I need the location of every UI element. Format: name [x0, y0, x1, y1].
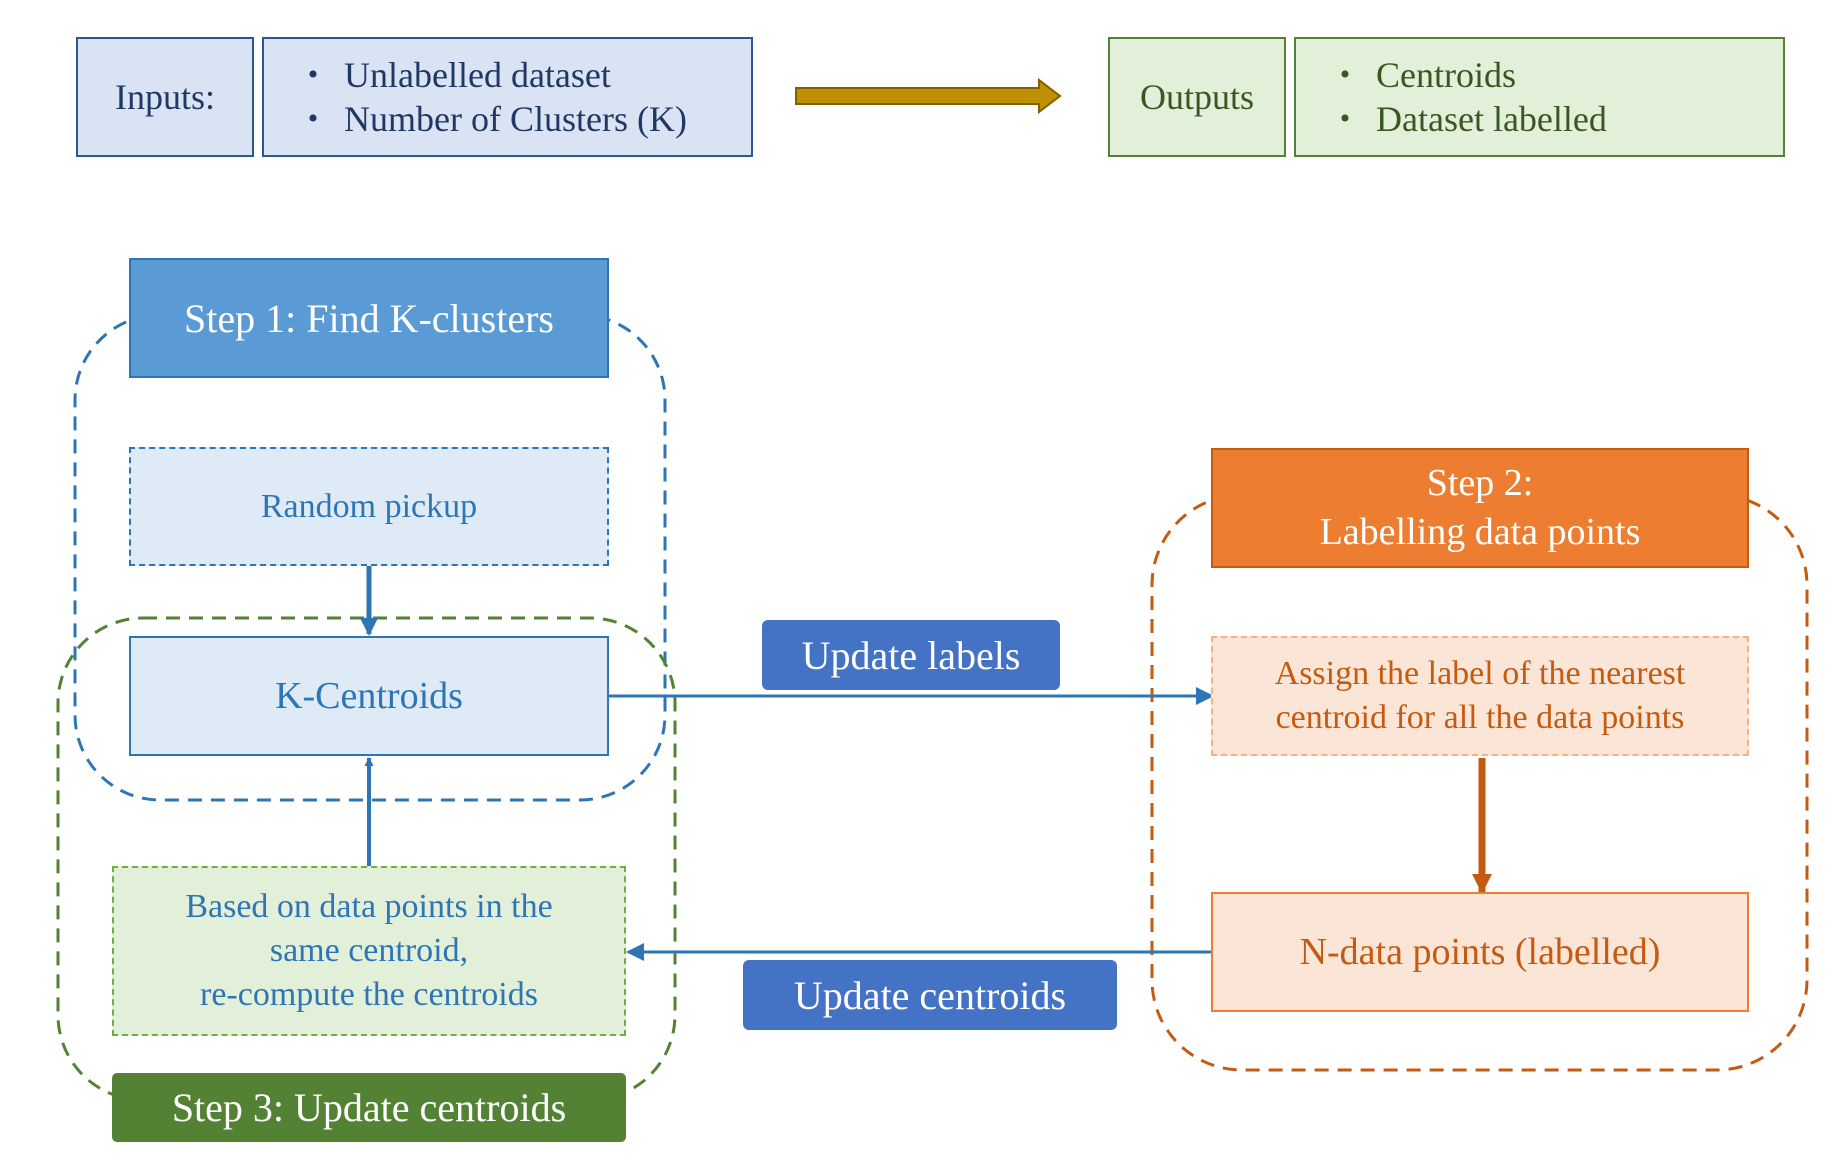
recompute-line: Based on data points in the — [185, 887, 553, 925]
step1-title-text: Step 1: Find K-clusters — [184, 295, 554, 341]
bullet-glyph: • — [307, 58, 319, 91]
recompute-line: same centroid, — [269, 931, 469, 969]
update-centroids-tag: Update centroids — [743, 960, 1117, 1030]
k-centroids-box: K-Centroids — [129, 636, 609, 756]
step2-title-line: Labelling data points — [1319, 511, 1641, 553]
n-data-points-box: N-data points (labelled) — [1211, 892, 1749, 1012]
inputs-list-item: • Number of Clusters (K) — [282, 97, 687, 141]
k-centroids-text: K-Centroids — [275, 675, 463, 717]
input-item-dataset: Unlabelled dataset — [344, 55, 611, 95]
assign-line: Assign the label of the nearest — [1274, 654, 1686, 692]
inputs-label-box: Inputs: — [76, 37, 254, 157]
update-labels-text: Update labels — [801, 632, 1021, 678]
inputs-to-outputs-arrow — [795, 77, 1062, 115]
outputs-list-item: • Centroids — [1314, 53, 1607, 97]
bullet-glyph: • — [1339, 58, 1351, 91]
recompute-box: Based on data points in the same centroi… — [112, 866, 626, 1036]
output-item-centroids: Centroids — [1376, 55, 1516, 95]
input-item-clusters: Number of Clusters (K) — [344, 99, 687, 139]
inputs-list: • Unlabelled dataset • Number of Cluster… — [264, 53, 687, 141]
random-pickup-box: Random pickup — [129, 447, 609, 566]
inputs-list-item: • Unlabelled dataset — [282, 53, 687, 97]
outputs-list: • Centroids • Dataset labelled — [1296, 53, 1607, 141]
update-labels-tag: Update labels — [762, 620, 1060, 690]
update-centroids-text: Update centroids — [793, 972, 1067, 1018]
bullet-glyph: • — [1339, 102, 1351, 135]
step1-title: Step 1: Find K-clusters — [129, 258, 609, 378]
step2-title-line: Step 2: — [1426, 461, 1534, 504]
step2-title: Step 2: Labelling data points — [1211, 448, 1749, 568]
step2-title-text: Step 2: Labelling data points — [1320, 459, 1641, 558]
inputs-list-box: • Unlabelled dataset • Number of Cluster… — [262, 37, 753, 157]
output-item-labelled: Dataset labelled — [1376, 99, 1607, 139]
assign-line: centroid for all the data points — [1275, 699, 1685, 736]
assign-labels-box: Assign the label of the nearest centroid… — [1211, 636, 1749, 756]
step3-title: Step 3: Update centroids — [112, 1073, 626, 1142]
n-data-points-text: N-data points (labelled) — [1299, 931, 1661, 973]
outputs-label: Outputs — [1139, 77, 1254, 117]
inputs-label: Inputs: — [114, 77, 215, 117]
bullet-glyph: • — [307, 102, 319, 135]
random-pickup-text: Random pickup — [260, 487, 478, 525]
outputs-list-item: • Dataset labelled — [1314, 97, 1607, 141]
assign-labels-text: Assign the label of the nearest centroid… — [1275, 652, 1686, 740]
recompute-text: Based on data points in the same centroi… — [185, 885, 552, 1018]
step3-title-text: Step 3: Update centroids — [171, 1085, 567, 1130]
outputs-label-box: Outputs — [1108, 37, 1286, 157]
outputs-list-box: • Centroids • Dataset labelled — [1294, 37, 1785, 157]
recompute-line: re-compute the centroids — [200, 976, 538, 1014]
